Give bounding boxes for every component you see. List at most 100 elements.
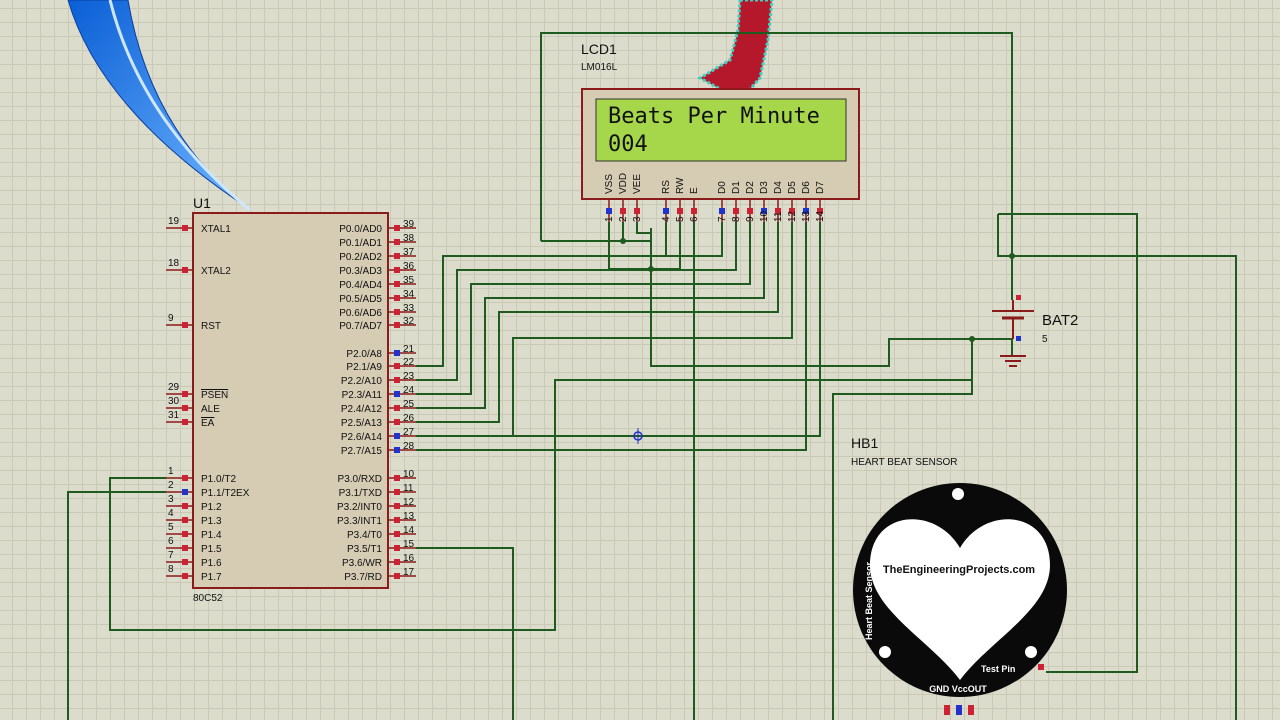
sensor-side-label: Heart Beat Sensor [864, 561, 874, 640]
battery-bat2[interactable]: BAT2 5 [992, 295, 1078, 367]
u1-pin-number: 39 [403, 219, 415, 230]
u1-pin-marker [394, 503, 400, 509]
sensor-test-pin: Test Pin [981, 664, 1015, 674]
lcd-part: LM016L [581, 62, 618, 73]
u1-pin-number: 23 [403, 371, 415, 382]
u1-pin-number: 14 [403, 525, 415, 536]
u1-pin-label: ALE [201, 404, 220, 415]
sensor-test-pin-terminal [1038, 664, 1044, 670]
u1-pin-number: 3 [168, 494, 174, 505]
sensor-vcc-terminal [956, 705, 962, 715]
u1-pin-label: P2.3/A11 [342, 390, 383, 401]
u1-pin-number: 15 [403, 539, 415, 550]
battery-plus-terminal [1016, 295, 1021, 300]
u1-pin-number: 21 [403, 344, 415, 355]
u1-pin-marker [182, 225, 188, 231]
lcd-pin-number: 13 [801, 210, 812, 222]
u1-pin-marker [394, 433, 400, 439]
u1-pin-label: P3.7/RD [344, 572, 382, 583]
u1-pin-marker [394, 309, 400, 315]
u1-pin-number: 8 [168, 564, 174, 575]
u1-pin-label: RST [201, 321, 221, 332]
lcd-pin-marker [803, 208, 809, 214]
u1-pin-number: 4 [168, 508, 174, 519]
microcontroller-u1[interactable]: U1 80C52 19XTAL118XTAL29RST29PSEN30ALE31… [166, 195, 416, 604]
sensor-hole-right [1025, 646, 1037, 658]
battery-value: 5 [1042, 334, 1048, 345]
u1-pin-label: P1.4 [201, 530, 222, 541]
lcd-pin-marker [747, 208, 753, 214]
lcd-pin-label: VEE [632, 174, 643, 194]
u1-pin-label: P1.1/T2EX [201, 488, 250, 499]
u1-pin-label: P2.7/A15 [341, 446, 383, 457]
u1-pin-marker [182, 391, 188, 397]
sensor-hole-left [879, 646, 891, 658]
lcd-pin-label: RS [661, 180, 672, 194]
u1-pin-number: 1 [168, 466, 174, 477]
lcd-pin-label: D5 [787, 181, 798, 194]
u1-pin-label: P3.0/RXD [338, 474, 382, 485]
u1-pin-marker [182, 267, 188, 273]
lcd-line-2: 004 [608, 132, 648, 157]
lcd-pin-number: 11 [773, 211, 784, 222]
u1-pin-number: 11 [403, 483, 414, 494]
u1-pin-number: 26 [403, 413, 415, 424]
u1-pin-marker [182, 419, 188, 425]
u1-left-pins: 19XTAL118XTAL29RST29PSEN30ALE31EA1P1.0/T… [166, 216, 250, 583]
u1-pin-number: 17 [403, 567, 415, 578]
lcd-pin-marker [634, 208, 640, 214]
lcd-lm016l[interactable]: LCD1 LM016L Beats Per Minute 004 VSS1VDD… [581, 41, 860, 222]
u1-pin-marker [182, 517, 188, 523]
u1-pin-marker [182, 405, 188, 411]
u1-pin-label: P2.2/A10 [341, 376, 383, 387]
u1-pin-label: P1.2 [201, 502, 222, 513]
lcd-pin-number: 6 [689, 216, 700, 222]
u1-pin-number: 18 [168, 258, 180, 269]
u1-pin-marker [182, 475, 188, 481]
u1-pin-marker [394, 350, 400, 356]
u1-pin-marker [394, 517, 400, 523]
u1-pin-marker [394, 489, 400, 495]
u1-pin-label: P3.6/WR [342, 558, 382, 569]
u1-pin-label: P0.0/AD0 [339, 224, 382, 235]
lcd-pin-number: 10 [759, 210, 770, 222]
u1-pin-marker [182, 545, 188, 551]
u1-pin-number: 38 [403, 233, 415, 244]
lcd-pin-marker [789, 208, 795, 214]
heart-beat-sensor-hb1[interactable]: HB1 HEART BEAT SENSOR TheEngineeringProj… [851, 435, 1067, 715]
u1-pin-label: P0.4/AD4 [339, 280, 382, 291]
u1-pin-label: P3.5/T1 [347, 544, 382, 555]
lcd-pin-label: D1 [731, 181, 742, 194]
u1-pin-marker [394, 377, 400, 383]
battery-ref: BAT2 [1042, 312, 1078, 329]
u1-pin-label: P1.3 [201, 516, 222, 527]
lcd-pin-label: D3 [759, 181, 770, 194]
u1-pin-marker [182, 489, 188, 495]
u1-pin-label: P1.0/T2 [201, 474, 236, 485]
u1-right-pins: 39P0.0/AD038P0.1/AD137P0.2/AD236P0.3/AD3… [337, 219, 416, 583]
lcd-pin-marker [775, 208, 781, 214]
lcd-pin-marker [733, 208, 739, 214]
u1-pin-number: 34 [403, 289, 415, 300]
sensor-brand: TheEngineeringProjects.com [883, 564, 1035, 576]
sensor-out-terminal [968, 705, 974, 715]
lcd-pin-number: 1 [604, 216, 615, 222]
u1-pin-marker [394, 419, 400, 425]
lcd-pin-number: 4 [661, 216, 672, 222]
u1-pin-label: P2.4/A12 [341, 404, 383, 415]
u1-pin-label: P1.5 [201, 544, 222, 555]
u1-pin-label: EA [201, 418, 215, 429]
lcd-pin-label: VDD [618, 173, 629, 194]
u1-pin-number: 27 [403, 427, 415, 438]
lcd-pin-number: 14 [815, 210, 826, 222]
u1-pin-number: 9 [168, 313, 174, 324]
u1-pin-marker [394, 531, 400, 537]
u1-pin-number: 19 [168, 216, 180, 227]
u1-pin-label: P3.3/INT1 [337, 516, 382, 527]
u1-pin-marker [182, 573, 188, 579]
u1-pin-label: P1.6 [201, 558, 222, 569]
u1-body [192, 212, 389, 589]
u1-pin-marker [394, 239, 400, 245]
u1-pin-label: P0.5/AD5 [339, 294, 382, 305]
